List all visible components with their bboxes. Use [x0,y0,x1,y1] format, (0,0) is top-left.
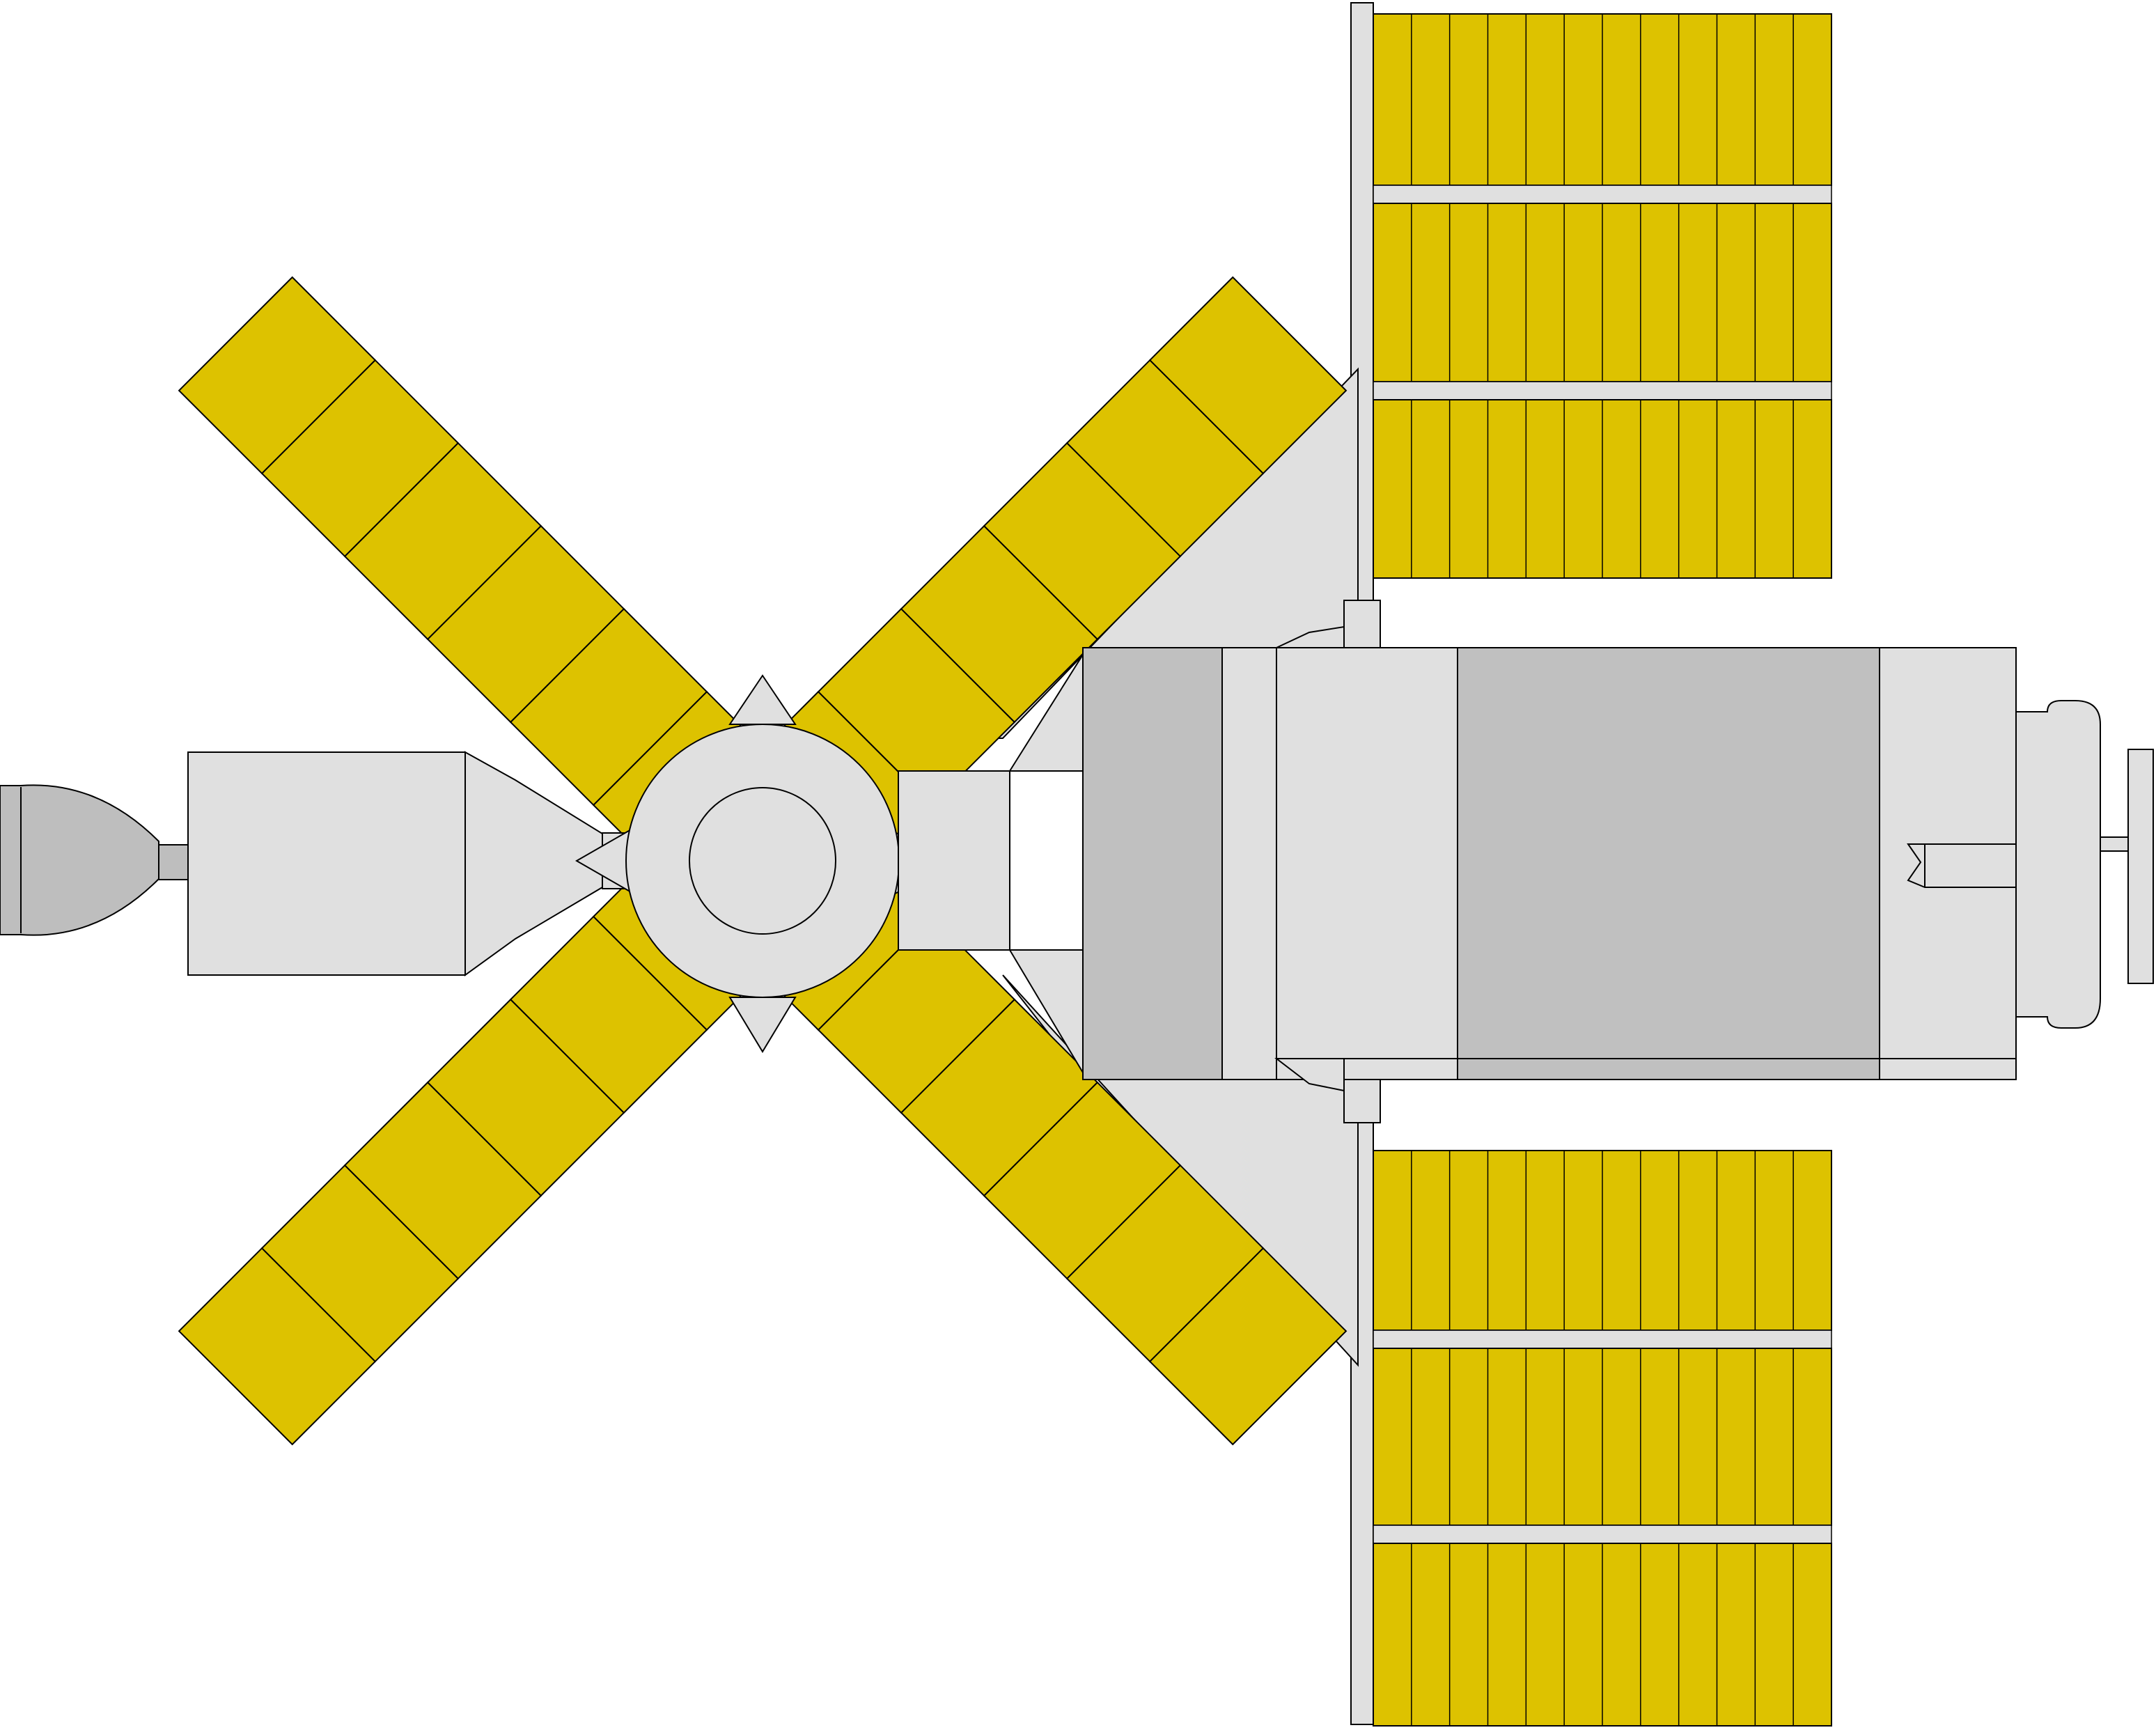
hub-spike-bottom [728,997,797,1053]
x-array-lower-right-segment-6 [1148,1247,1348,1446]
command-service-module [0,751,627,976]
workshop-main-tank [1457,647,1880,1059]
x-array-lower-left-segment-6 [178,1247,377,1446]
orbital-workshop [1082,600,2017,1123]
workshop-section [1276,647,1458,1080]
airlock-module [898,652,1084,1075]
hub-docking-port [689,787,836,935]
antenna-dish [2127,749,2154,984]
wing-lower-panels [1373,1150,1832,1727]
wing-upper-spar [1373,381,1832,400]
workshop-tank-lower-strip [1457,1058,1880,1080]
antenna-mast [2100,836,2129,852]
wing-upper-spar [1373,185,1832,204]
wing-lower-spar [1373,1330,1832,1349]
x-array-upper-right-segment-6 [1148,276,1348,475]
wing-lower-spar [1373,1525,1832,1544]
solar-wing-lower [1350,1093,1832,1727]
workshop-ring [1221,647,1277,1080]
hub-spike-top [728,674,797,725]
engine-bell [0,784,159,936]
aft-antenna [1907,700,2154,1029]
x-array-upper-left-segment-6 [178,276,377,475]
airlock-block [898,770,1010,951]
engine-throat [158,844,189,880]
aft-skirt [2015,700,2101,1029]
workshop-forward-band [1082,647,1223,1080]
antenna-probe [1907,843,2017,888]
wing-upper-panels [1373,13,1832,579]
solar-wing-upper [1350,2,1832,630]
upper-wing-hinge-block [1343,600,1381,648]
lower-wing-hinge-block [1343,1079,1381,1123]
service-module [187,751,466,976]
